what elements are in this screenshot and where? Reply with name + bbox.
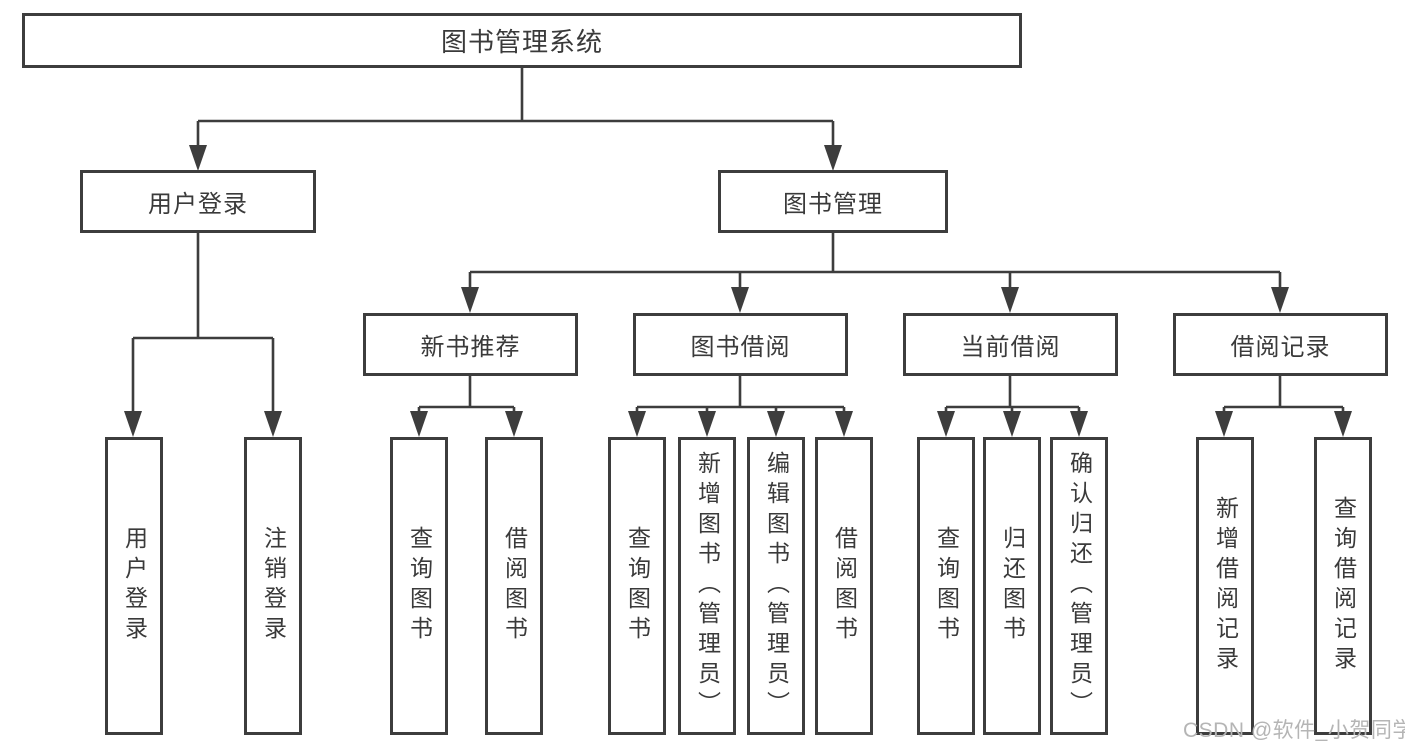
watermark: CSDN @软件_小贺同学 [1183, 719, 1405, 742]
connector-user-login [124, 233, 282, 437]
leaf-logout: 注销登录 [244, 437, 302, 735]
arrow-head [461, 287, 479, 313]
arrow-head [698, 411, 716, 437]
leaf-borrow-books: 借阅图书 [815, 437, 873, 735]
leaf-query-books-current: 查询图书 [917, 437, 975, 735]
node-label: 借阅记录 [1230, 334, 1331, 361]
node-book-borrow: 图书借阅 [633, 313, 848, 376]
arrow-head [1215, 411, 1233, 437]
node-label: 图书借阅 [690, 334, 791, 361]
leaf-label: 借阅图书 [501, 526, 528, 646]
node-label: 新书推荐 [420, 334, 521, 361]
connector-root [189, 68, 842, 171]
node-label: 当前借阅 [960, 334, 1061, 361]
leaf-label: 归还图书 [999, 526, 1026, 646]
connector-book-management [461, 233, 1289, 313]
arrow-head [767, 411, 785, 437]
leaf-label: 查询借阅记录 [1330, 496, 1357, 676]
leaf-add-book-admin: 新增图书（管理员） [678, 437, 736, 735]
leaf-label: 查询图书 [406, 526, 433, 646]
arrow-head [264, 411, 282, 437]
leaf-borrow-books-recommend: 借阅图书 [485, 437, 543, 735]
node-library-system: 图书管理系统 [22, 13, 1022, 68]
leaf-label: 用户登录 [121, 526, 148, 646]
arrow-head [824, 145, 842, 171]
leaf-label: 确认归还（管理员） [1066, 451, 1093, 721]
leaf-confirm-return-admin: 确认归还（管理员） [1050, 437, 1108, 735]
node-label: 用户登录 [148, 191, 248, 218]
leaf-label: 借阅图书 [831, 526, 858, 646]
arrow-head [1271, 287, 1289, 313]
leaf-query-books-borrow: 查询图书 [608, 437, 666, 735]
leaf-query-books-recommend: 查询图书 [390, 437, 448, 735]
leaf-label: 新增图书（管理员） [694, 451, 721, 721]
node-label: 图书管理系统 [440, 27, 603, 57]
arrow-head [124, 411, 142, 437]
leaf-label: 查询图书 [933, 526, 960, 646]
arrow-head [1070, 411, 1088, 437]
connector-borrow-records [1215, 376, 1352, 437]
arrow-head [410, 411, 428, 437]
leaf-label: 查询图书 [624, 526, 651, 646]
leaf-edit-book-admin: 编辑图书（管理员） [747, 437, 805, 735]
leaf-add-borrow-record: 新增借阅记录 [1196, 437, 1254, 735]
leaf-return-book: 归还图书 [983, 437, 1041, 735]
node-user-login: 用户登录 [80, 170, 316, 233]
arrow-head [505, 411, 523, 437]
node-current-borrow: 当前借阅 [903, 313, 1118, 376]
node-book-management: 图书管理 [718, 170, 948, 233]
leaf-query-borrow-record: 查询借阅记录 [1314, 437, 1372, 735]
arrow-head [1001, 287, 1019, 313]
connector-book-borrow [628, 376, 853, 437]
arrow-head [937, 411, 955, 437]
arrow-head [1003, 411, 1021, 437]
leaf-user-login: 用户登录 [105, 437, 163, 735]
connector-new-book-recommend [410, 376, 523, 437]
arrow-head [628, 411, 646, 437]
arrow-head [731, 287, 749, 313]
node-label: 图书管理 [783, 191, 883, 218]
leaf-label: 新增借阅记录 [1212, 496, 1239, 676]
leaf-label: 编辑图书（管理员） [763, 451, 790, 721]
node-borrow-records: 借阅记录 [1173, 313, 1388, 376]
arrow-head [835, 411, 853, 437]
leaf-label: 注销登录 [260, 526, 287, 646]
node-new-book-recommend: 新书推荐 [363, 313, 578, 376]
connector-current-borrow [937, 376, 1088, 437]
arrow-head [189, 145, 207, 171]
arrow-head [1334, 411, 1352, 437]
